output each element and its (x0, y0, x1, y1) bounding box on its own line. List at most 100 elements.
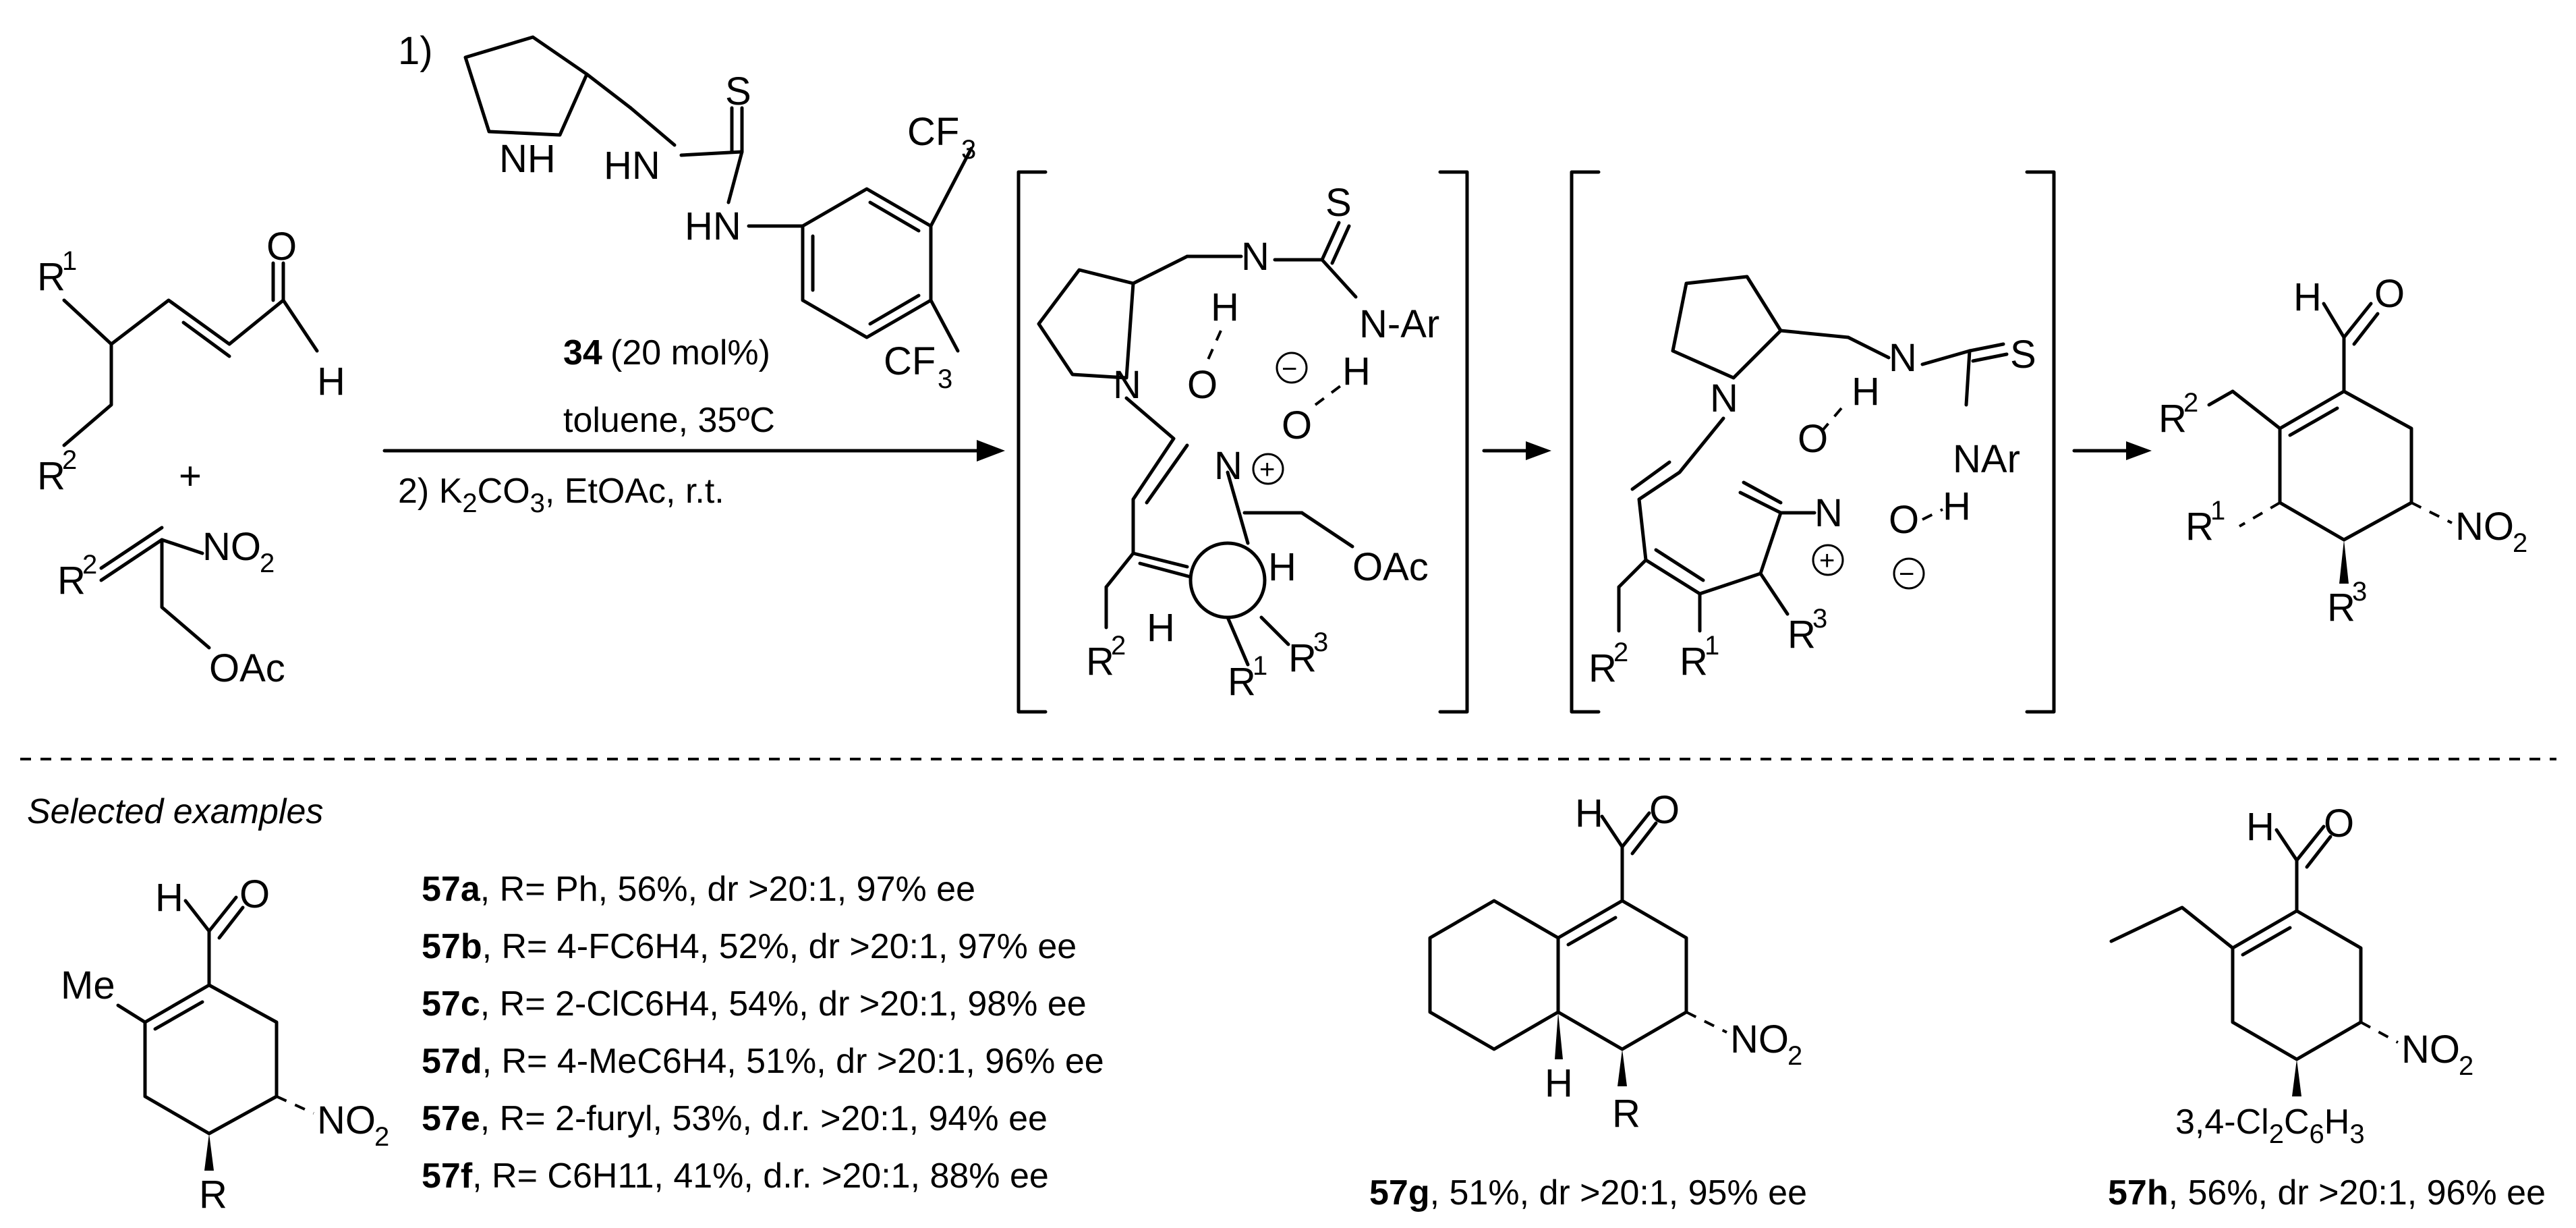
starting-nitroalkene: R 2 NO 2 OAc (57, 525, 285, 690)
product-cyclohexene: H O R 2 R 1 NO 2 R 3 (2158, 272, 2527, 630)
product-nitro: NO (2455, 505, 2514, 549)
ts2-plus-charge: + (1819, 546, 1835, 576)
ts2-r2: R (1588, 646, 1617, 690)
example-57e: 57e, R= 2-furyl, 53%, d.r. >20:1, 94% ee (422, 1099, 1048, 1138)
ts1-r3-sup: 3 (1313, 627, 1328, 657)
r1-superscript: 1 (62, 246, 77, 276)
thiourea-sulfur: S (725, 69, 751, 113)
r2-label: R (37, 454, 65, 498)
ex-methyl: Me (61, 964, 115, 1007)
ex-nitro-sub: 2 (374, 1122, 389, 1152)
ts1-nitro-o2: O (1282, 403, 1312, 447)
product-r3-sup: 3 (2352, 577, 2367, 607)
ex-nitro: NO (317, 1098, 376, 1142)
57h-aldehyde-o: O (2324, 802, 2354, 845)
57h-nitro: NO (2401, 1028, 2460, 1071)
product-r1: R (2185, 505, 2214, 549)
nitro-group: NO (202, 525, 261, 569)
example-57g-structure: H O H R NO 2 57g, 51%, dr >20:1, 95% ee (1369, 788, 1807, 1212)
example-57d: 57d, R= 4-MeC6H4, 51%, dr >20:1, 96% ee (422, 1042, 1104, 1081)
product-r2-sup: 2 (2183, 388, 2198, 418)
ts2-minus-charge: − (1899, 559, 1914, 589)
ex-aldehyde-h: H (155, 876, 183, 920)
ts2-nitro-n: N (1814, 491, 1843, 535)
example-structure-57a-f: H O Me NO 2 R (61, 872, 389, 1217)
ts1-minus-charge: − (1282, 354, 1297, 384)
57g-nitro: NO (1730, 1017, 1789, 1061)
57g-ring-h: H (1545, 1061, 1573, 1105)
ts1-h-left: H (1147, 606, 1175, 650)
ts2-nar: NAr (1953, 437, 2020, 481)
plus-sign: + (179, 454, 202, 498)
ts1-r1-sup: 1 (1253, 651, 1267, 681)
r2-superscript: 2 (62, 445, 77, 475)
cf3-top: CF (907, 110, 959, 154)
ts1-nitro-o1: O (1187, 363, 1218, 407)
ts2-r1: R (1680, 640, 1708, 683)
ts2-sulfur: S (2010, 333, 2036, 376)
thiourea-hn-2: HN (685, 204, 741, 248)
product-r1-sup: 1 (2210, 496, 2225, 526)
ts1-acetate: OAc (1352, 545, 1429, 589)
catalyst-number: 34 (563, 333, 602, 372)
57g-r-group: R (1612, 1092, 1640, 1136)
catalyst-loading: (20 mol%) (610, 333, 770, 372)
ts1-r1: R (1228, 660, 1256, 704)
ts2-r3: R (1787, 613, 1816, 657)
reaction-conditions: 34 (20 mol%) toluene, 35ºC 2) K2CO3, EtO… (382, 333, 1005, 518)
ts1-n-ar: N-Ar (1359, 302, 1439, 346)
transition-state-1: N N S N-Ar H O O − H N + OAc R 2 H H (1017, 170, 1469, 714)
starting-aldehyde: R 1 O H R 2 + (37, 225, 345, 498)
ts2-h-bond-h1: H (1852, 370, 1880, 414)
ts1-r2: R (1086, 640, 1114, 683)
ts2-h-bond-h2: H (1943, 484, 1971, 528)
step-1-number: 1) (398, 29, 433, 73)
ts1-sulfur: S (1325, 181, 1352, 225)
product-r2: R (2158, 397, 2187, 441)
selected-examples-heading: Selected examples (27, 792, 323, 831)
57g-aldehyde-h: H (1575, 791, 1603, 835)
57g-aldehyde-o: O (1649, 788, 1680, 832)
57g-nitro-sub: 2 (1787, 1041, 1802, 1071)
57h-nitro-sub: 2 (2459, 1051, 2473, 1081)
example-57c: 57c, R= 2-ClC6H4, 54%, dr >20:1, 98% ee (422, 984, 1087, 1024)
product-nitro-sub: 2 (2513, 528, 2527, 558)
example-57g: 57g, 51%, dr >20:1, 95% ee (1369, 1173, 1807, 1212)
ts1-h-right: H (1268, 545, 1296, 589)
cf3-top-subscript: 3 (961, 135, 976, 165)
example-57f: 57f, R= C6H11, 41%, d.r. >20:1, 88% ee (422, 1156, 1049, 1196)
cf3-bottom-subscript: 3 (938, 364, 952, 394)
r2-label-2: R (57, 559, 86, 603)
ex-r-group: R (199, 1173, 227, 1217)
ts2-nitro-o2: O (1889, 498, 1919, 542)
r1-label: R (37, 255, 65, 299)
example-list: 57a, R= Ph, 56%, dr >20:1, 97% ee 57b, R… (422, 870, 1104, 1196)
nitro-subscript: 2 (260, 549, 275, 578)
example-57h: 57h, 56%, dr >20:1, 96% ee (2108, 1173, 2546, 1212)
57h-aryl: 3,4-Cl2C6H3 (2175, 1103, 2365, 1149)
cf3-bottom: CF (884, 339, 936, 383)
product-r3: R (2327, 586, 2355, 630)
ts2-pyrrolidine-n: N (1710, 376, 1738, 420)
transition-state-2: N N S NAr H O N + O − H R 3 R 1 (1570, 170, 2056, 714)
ts2-nitro-o1: O (1798, 417, 1828, 461)
thiourea-hn-1: HN (604, 144, 660, 188)
ts2-r3-sup: 3 (1812, 604, 1827, 634)
ts1-thiourea-n: N (1241, 235, 1269, 279)
ts2-thiourea-n: N (1889, 336, 1917, 380)
aldehyde-hydrogen: H (317, 360, 345, 403)
step-2-conditions: 2) K2CO3, EtOAc, r.t. (398, 472, 724, 518)
pyrrolidine-nh: NH (499, 137, 556, 181)
ts1-r3: R (1288, 636, 1317, 680)
example-57h-structure: H O NO 2 3,4-Cl2C6H3 57h, 56%, dr >20:1,… (2108, 802, 2546, 1212)
aldehyde-oxygen: O (266, 225, 297, 269)
ts1-h-bond-h2: H (1342, 350, 1371, 393)
solvent-temperature: toluene, 35ºC (563, 401, 775, 440)
ts2-r2-sup: 2 (1613, 638, 1628, 667)
ex-aldehyde-o: O (239, 872, 270, 916)
example-57a: 57a, R= Ph, 56%, dr >20:1, 97% ee (422, 870, 975, 909)
catalyst-34: 1) NH HN S HN CF 3 CF 3 (398, 29, 976, 394)
product-aldehyde-h: H (2293, 275, 2322, 319)
ts1-r2-sup: 2 (1111, 631, 1126, 661)
